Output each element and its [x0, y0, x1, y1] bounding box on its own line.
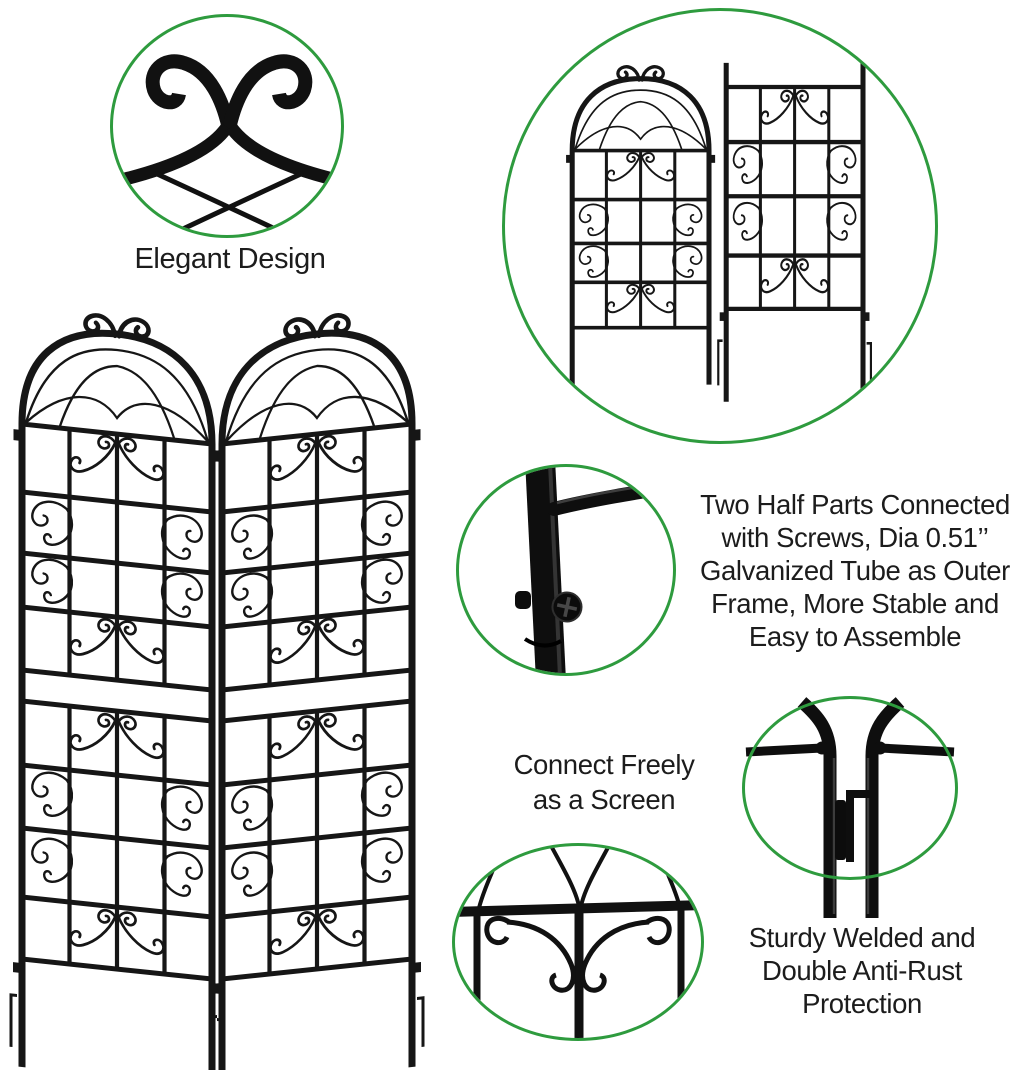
screw-feature-line: Two Half Parts Connected [700, 489, 1010, 520]
sturdy-feature-line: Protection [802, 988, 922, 1019]
trellis-scroll-finial-icon [115, 54, 341, 235]
product-overview-circle [502, 8, 938, 444]
screw-feature-text: Two Half Parts Connected with Screws, Di… [686, 488, 1024, 653]
screw-feature-line: Easy to Assemble [748, 621, 962, 652]
screw-joint-illustration [515, 467, 673, 673]
trellis-panels-illustration [505, 11, 935, 441]
main-trellis-screen-image [0, 283, 442, 1070]
screw-feature-line: Galvanized Tube as Outer [700, 555, 1010, 586]
sturdy-feature-line: Double Anti-Rust [762, 955, 962, 986]
hook-callout-ring [742, 696, 958, 880]
sturdy-feature-line: Sturdy Welded and [748, 922, 976, 953]
sturdy-feature-text: Sturdy Welded and Double Anti-Rust Prote… [698, 921, 1024, 1020]
connect-freely-text: Connect Freely as a Screen [478, 747, 730, 817]
screw-joint-callout-circle [456, 464, 676, 676]
welded-joint-illustration [455, 846, 701, 1038]
connect-freely-line: Connect Freely [513, 749, 695, 780]
hook-connection-callout-circle [742, 696, 958, 918]
connect-freely-line: as a Screen [532, 784, 676, 815]
screw-feature-line: with Screws, Dia 0.51’’ [721, 522, 989, 553]
welded-joint-callout-circle [452, 843, 704, 1041]
screw-feature-line: Frame, More Stable and [711, 588, 999, 619]
elegant-design-callout-circle [110, 14, 344, 238]
elegant-design-label: Elegant Design [134, 243, 326, 275]
